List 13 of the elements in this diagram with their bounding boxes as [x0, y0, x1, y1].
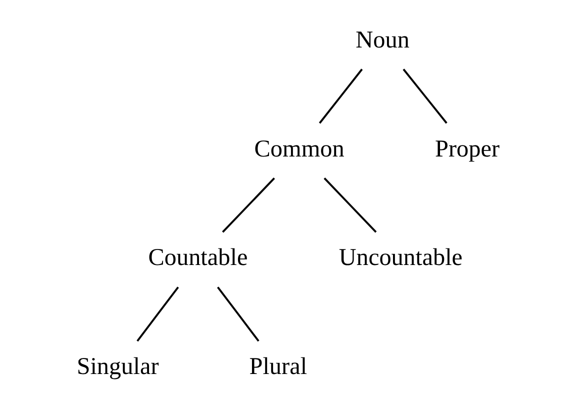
node-text: Plural [249, 353, 308, 380]
node-text: Uncountable [338, 244, 463, 272]
node-text: Proper [435, 135, 500, 162]
connector [222, 178, 275, 233]
node-text: Countable [148, 244, 248, 272]
connector [136, 286, 179, 342]
connector [217, 286, 260, 342]
node-text: Singular [76, 353, 159, 380]
connector [324, 178, 377, 233]
connector [402, 68, 448, 124]
node-text: Common [254, 135, 344, 162]
node-text: Noun [356, 26, 410, 54]
connector [318, 68, 363, 124]
